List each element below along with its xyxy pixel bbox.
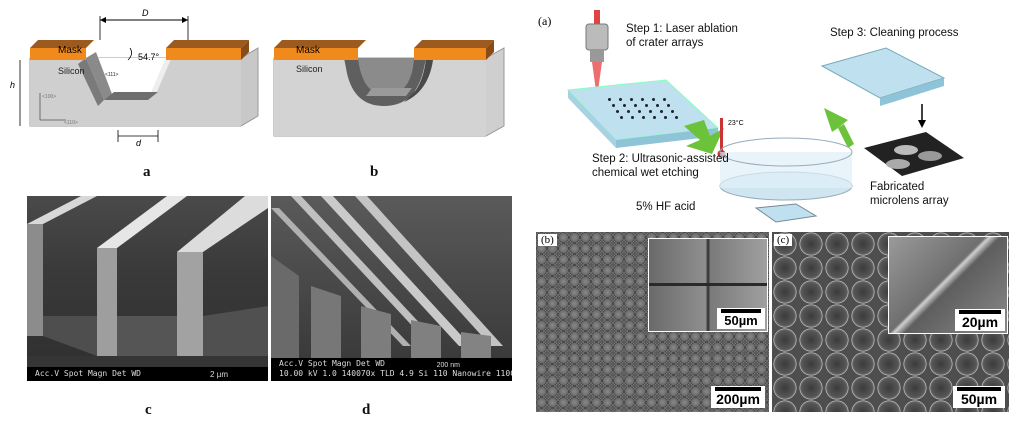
caption-c: c [145, 402, 152, 418]
isotropic-etch-diagram [273, 40, 505, 137]
crater-dot [642, 116, 645, 119]
label-d: d [136, 138, 142, 148]
sem-image-c: Acc.V Spot Magn Det WD 2 µm [27, 196, 268, 381]
result-line1: Fabricated [870, 181, 925, 193]
crater-dot [638, 110, 641, 113]
label-silicon: Silicon [58, 66, 85, 76]
sem-scale-d: 200 nm [436, 362, 460, 369]
crater-dot [652, 98, 655, 101]
crater-dot [660, 110, 663, 113]
crater-dot [641, 98, 644, 101]
microlens-surface [864, 132, 964, 176]
step1-text: Step 1: Laser ablation of crater arrays [626, 22, 738, 50]
trench-walls [27, 196, 268, 381]
crater-dot [667, 104, 670, 107]
label-h: h [10, 80, 16, 90]
crater-dot [656, 104, 659, 107]
mask-right [166, 40, 249, 48]
label-b: (b) [538, 234, 557, 246]
hex-inset: 20µm [888, 236, 1008, 334]
label-silicon: Silicon [296, 64, 323, 74]
sem-image-hex-array: (c) 20µm 50µm [772, 232, 1009, 412]
square-inset: 50µm [648, 238, 768, 332]
mask-right [414, 40, 494, 48]
scale-bar-main: 200µm [711, 386, 765, 408]
crater-dot [649, 110, 652, 113]
crater-dot [675, 116, 678, 119]
step3-text: Step 3: Cleaning process [830, 27, 959, 39]
scale-bar-inset: 50µm [717, 308, 765, 329]
temperature-label: 23°C [728, 120, 744, 127]
sem-image-square-array: (b) 50µm 200µm [536, 232, 769, 412]
axis-x-label: <110> [64, 120, 78, 126]
sem-info-bar: Acc.V Spot Magn Det WD [27, 367, 268, 381]
crater-dot [619, 98, 622, 101]
crater-dot [634, 104, 637, 107]
caption-b: b [370, 164, 379, 180]
panel-b: Mask Silicon [266, 8, 516, 158]
crater-dot [620, 116, 623, 119]
axis-y-label: <100> [42, 94, 57, 100]
label-angle: 54.7° [138, 52, 160, 62]
step2-text: Step 2: Ultrasonic-assisted chemical wet… [592, 152, 729, 180]
crater-dot [663, 98, 666, 101]
label-a: (a) [538, 14, 552, 28]
crater-dot [671, 110, 674, 113]
sem-info-line1: Acc.V Spot Magn Det WD [279, 359, 385, 368]
caption-d: d [362, 402, 371, 418]
crater-dot [630, 98, 633, 101]
scale-text: 50µm [960, 391, 998, 407]
scale-text: 50µm [724, 313, 758, 328]
crater-dot [627, 110, 630, 113]
crater-dot [616, 110, 619, 113]
label-mask: Mask [58, 45, 82, 56]
scale-text: 200µm [716, 391, 760, 407]
crater-dot [645, 104, 648, 107]
schematic-art [566, 10, 964, 223]
crater-dot [608, 98, 611, 101]
caption-a: a [143, 164, 151, 180]
result-line2: microlens array [870, 195, 949, 207]
acid-label: 5% HF acid [636, 201, 696, 213]
anisotropic-etch-diagram [19, 16, 259, 142]
sem-info-line2: 10.00 kV 1.0 140070x TLD 4.9 Si 110 Nano… [279, 369, 512, 378]
scale-bar-main: 50µm [953, 386, 1005, 408]
label-c: (c) [774, 234, 793, 246]
scale-bar-inset: 20µm [955, 309, 1005, 331]
crater-dot [653, 116, 656, 119]
crater-dot [623, 104, 626, 107]
process-schematic: (a) Step 1: Laser ablation [534, 8, 1012, 230]
sem-scale-c: 2 µm [210, 370, 228, 379]
step2-line2: chemical wet etching [592, 167, 699, 179]
result-text: Fabricated microlens array [870, 180, 949, 208]
mask-left [274, 40, 366, 48]
crater-dot [631, 116, 634, 119]
sem-info-bar: Acc.V Spot Magn Det WD 10.00 kV 1.0 1400… [271, 358, 512, 381]
scale-text: 20µm [961, 314, 999, 330]
mask-left [30, 40, 94, 48]
label-D: D [142, 8, 149, 18]
label-plane: <111> [105, 72, 119, 78]
crater-dot [664, 116, 667, 119]
sem-image-d: Acc.V Spot Magn Det WD 10.00 kV 1.0 1400… [271, 196, 512, 381]
crater-dot [612, 104, 615, 107]
label-mask: Mask [296, 45, 320, 56]
nanowire-walls [271, 196, 503, 366]
crater-dots [608, 98, 688, 128]
step2-line1: Step 2: Ultrasonic-assisted [592, 153, 729, 165]
step1-line1: Step 1: Laser ablation [626, 23, 738, 35]
step1-line2: of crater arrays [626, 37, 704, 49]
panel-a: Mask Silicon 54.7° <111> D h d <100> <11… [8, 8, 263, 158]
